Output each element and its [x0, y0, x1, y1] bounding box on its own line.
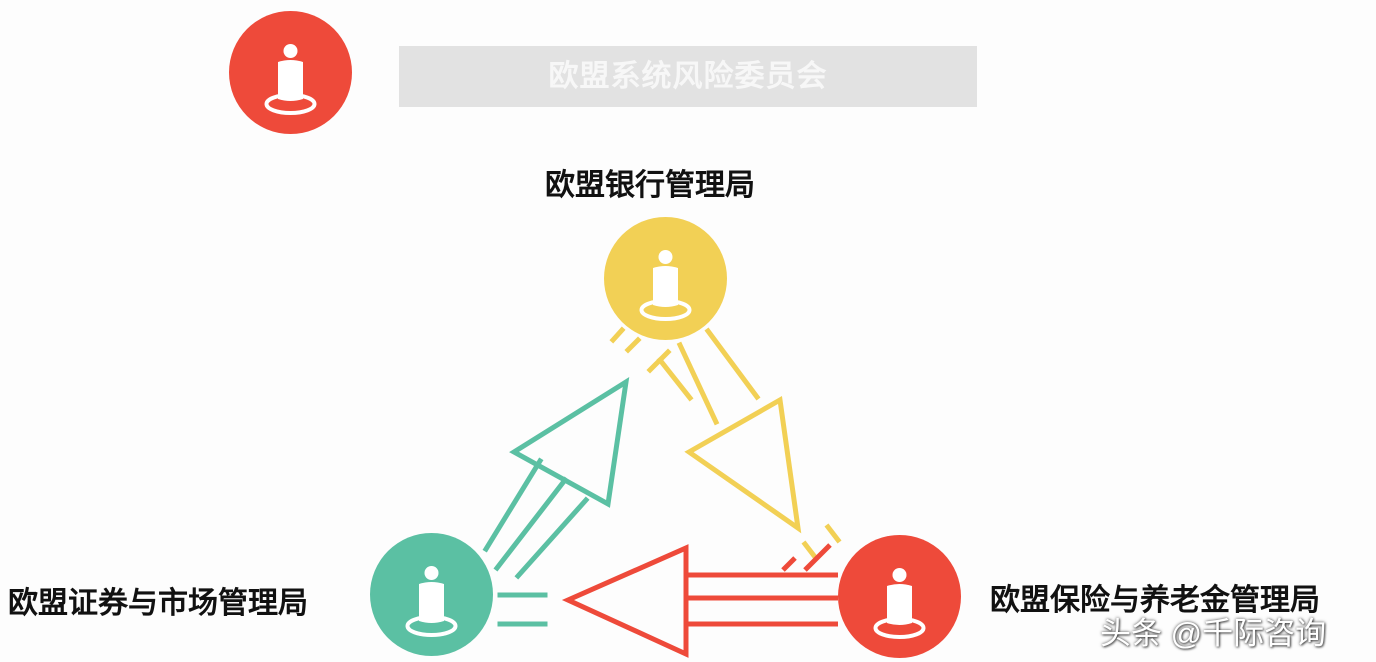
eiopa-label: 欧盟保险与养老金管理局	[990, 584, 1320, 617]
esma-label: 欧盟证券与市场管理局	[8, 587, 308, 620]
eiopa-person-icon	[838, 535, 961, 658]
watermark: 头条 @千际咨询	[1100, 616, 1327, 651]
eba-person-icon	[604, 217, 727, 340]
eba-label: 欧盟银行管理局	[545, 169, 755, 202]
esma-person-icon	[370, 533, 493, 656]
arrow-eba-to-eiopa	[609, 326, 842, 561]
arrow-esma-to-eba	[482, 377, 630, 627]
esrb-person-icon	[229, 11, 352, 134]
esrb-title-banner: 欧盟系统风险委员会	[399, 46, 977, 107]
arrow-eiopa-to-esma	[561, 543, 838, 658]
